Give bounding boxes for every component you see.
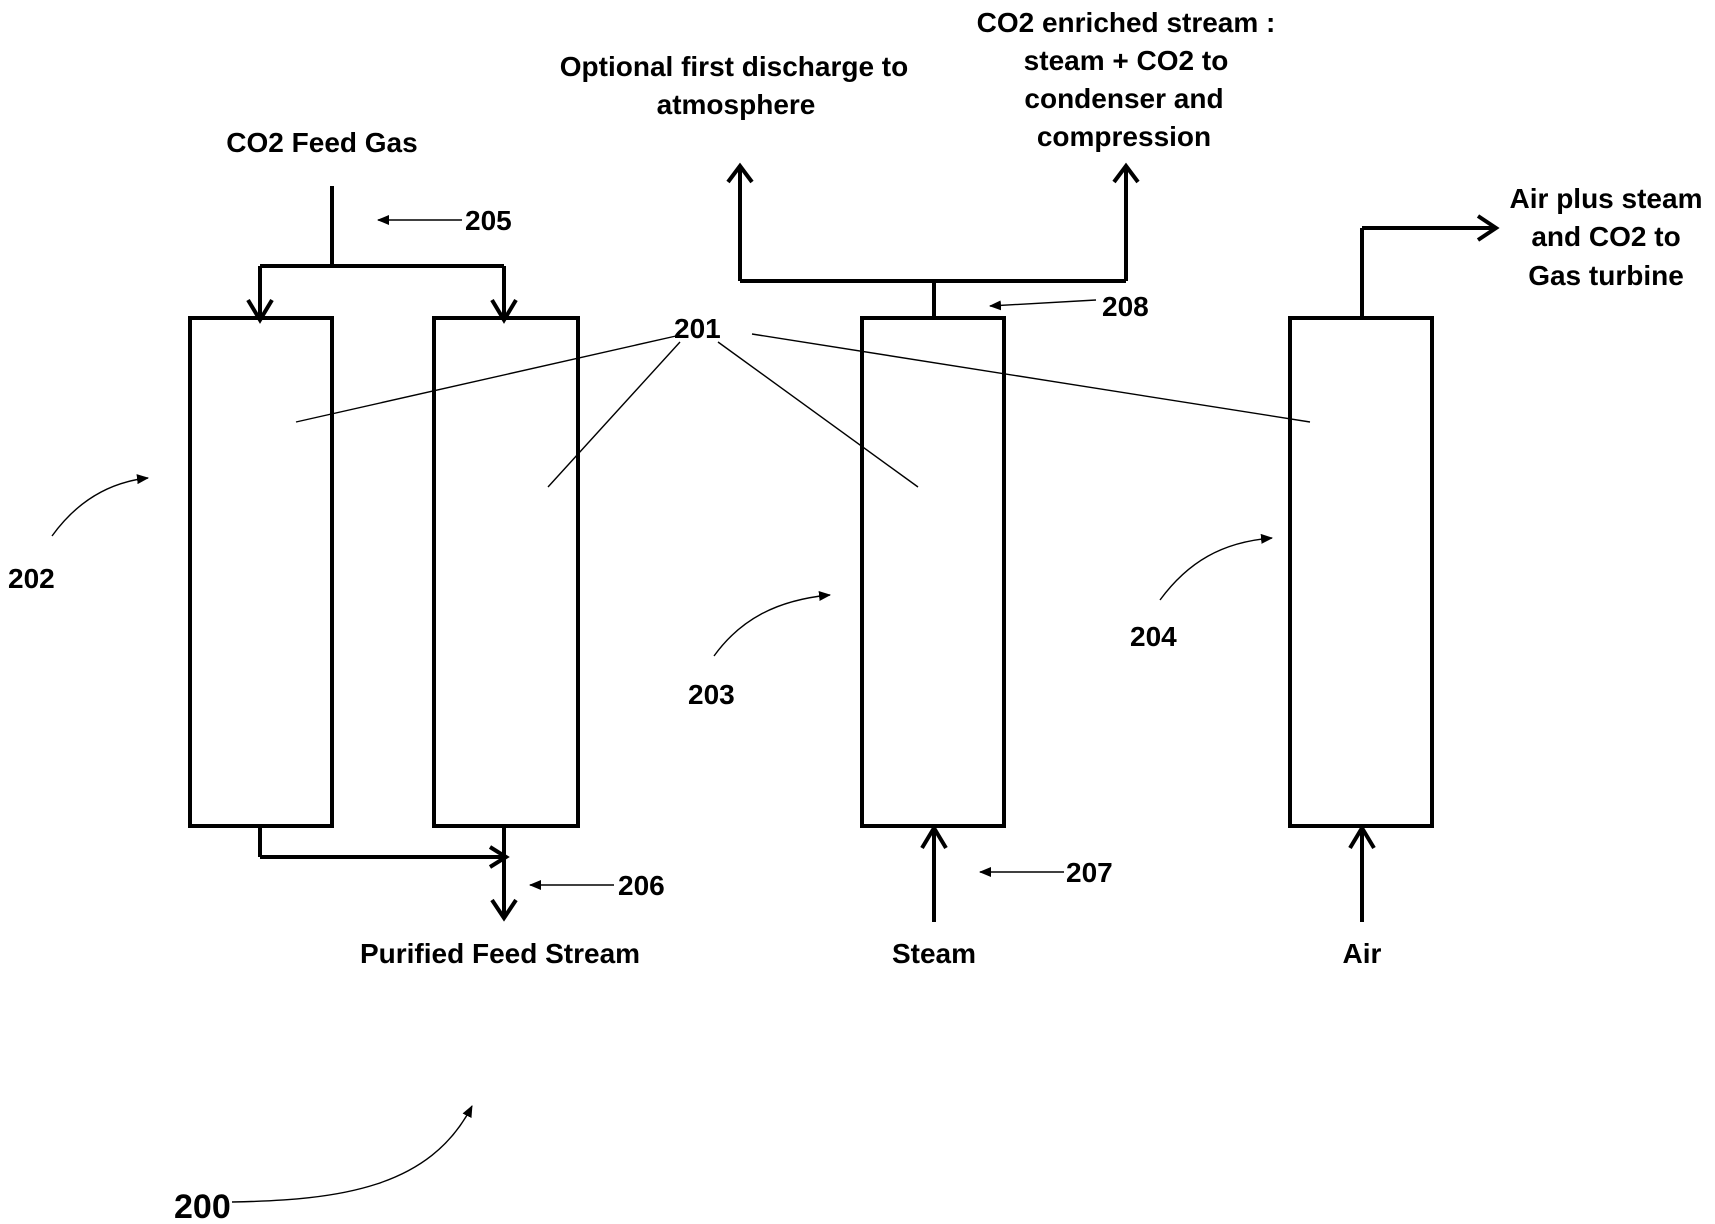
optional-discharge-label-line2: atmosphere (657, 89, 816, 120)
air-inlet-line (1350, 828, 1374, 922)
co2-enriched-label-line3: condenser and (1024, 83, 1223, 114)
pointer-202 (52, 478, 148, 536)
ref-204: 204 (1130, 621, 1177, 652)
vessel-203-top-outlet (728, 166, 1138, 318)
pointer-204 (1160, 538, 1272, 600)
co2-enriched-label-line2: steam + CO2 to (1024, 45, 1229, 76)
ref-208: 208 (1102, 291, 1149, 322)
purified-feed-stream-label: Purified Feed Stream (360, 938, 640, 969)
vessel-204-top-outlet (1362, 216, 1496, 318)
pointer-208 (990, 300, 1096, 306)
ref-201: 201 (674, 313, 721, 344)
ref-206: 206 (618, 870, 665, 901)
ref-200: 200 (174, 1188, 231, 1224)
vessel-202a (190, 318, 332, 826)
ref-202: 202 (8, 563, 55, 594)
air-plus-steam-label-line2: and CO2 to (1531, 221, 1680, 252)
ref-207: 207 (1066, 857, 1113, 888)
ref-205: 205 (465, 205, 512, 236)
pointer-203 (714, 595, 830, 656)
steam-inlet-line (922, 828, 946, 922)
optional-discharge-label-line1: Optional first discharge to (560, 51, 908, 82)
ref-203: 203 (688, 679, 735, 710)
air-label: Air (1343, 938, 1382, 969)
co2-enriched-label-line4: compression (1037, 121, 1211, 152)
pointer-200 (232, 1106, 472, 1202)
steam-label: Steam (892, 938, 976, 969)
air-plus-steam-label-line3: Gas turbine (1528, 260, 1684, 291)
vessel-203 (862, 318, 1004, 826)
purified-feed-outlet-line (260, 826, 516, 918)
vessel-202b (434, 318, 578, 826)
co2-feed-gas-label: CO2 Feed Gas (226, 127, 417, 158)
co2-enriched-label-line1: CO2 enriched stream : (977, 7, 1276, 38)
air-plus-steam-label-line1: Air plus steam (1510, 183, 1703, 214)
vessel-204 (1290, 318, 1432, 826)
